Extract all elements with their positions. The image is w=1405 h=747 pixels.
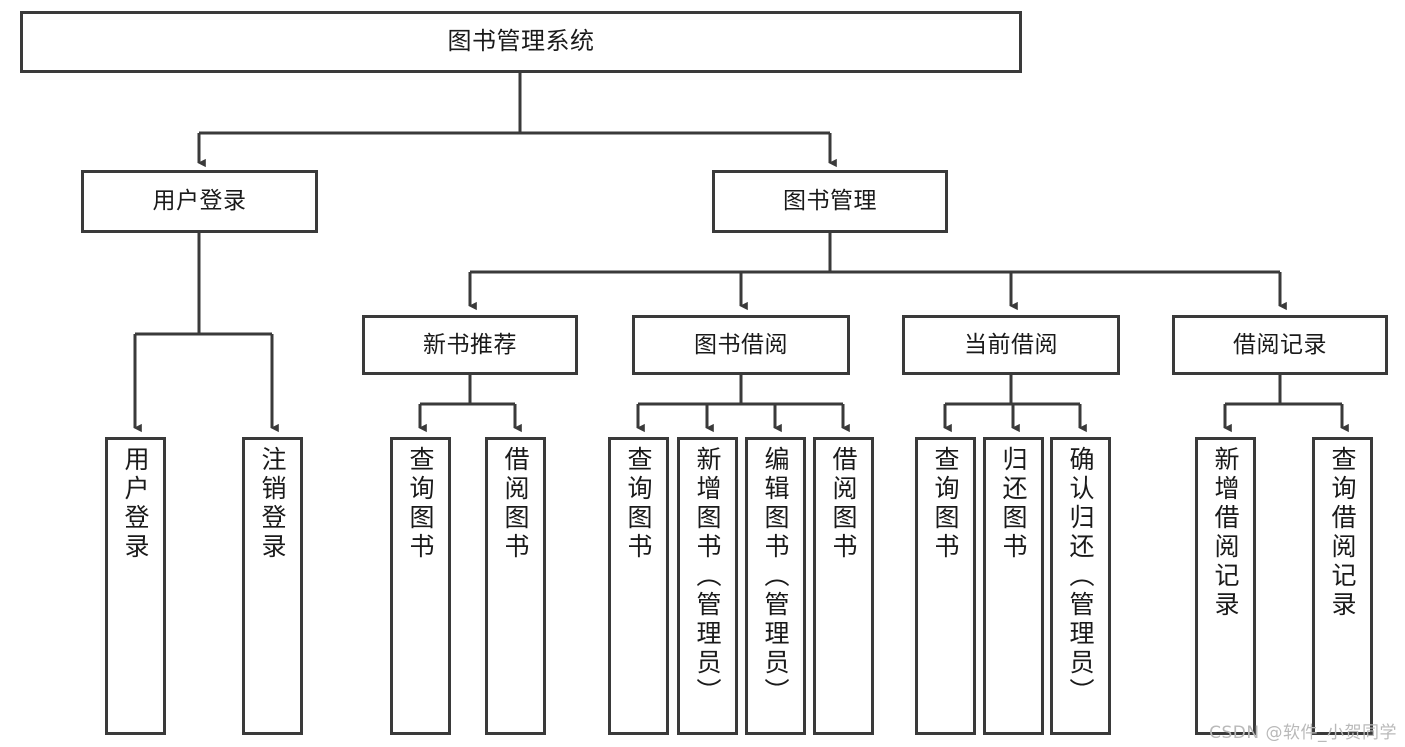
leaf-user-login-login[interactable]: 用户登录 — [105, 437, 166, 735]
node-borrow-record[interactable]: 借阅记录 — [1172, 315, 1388, 375]
node-label: 图书借阅 — [694, 331, 788, 358]
node-label: 借阅图书 — [501, 446, 530, 562]
node-new-book-recommend[interactable]: 新书推荐 — [362, 315, 578, 375]
node-label: 借阅记录 — [1233, 331, 1327, 358]
node-book-borrow[interactable]: 图书借阅 — [632, 315, 850, 375]
node-current-borrow[interactable]: 当前借阅 — [902, 315, 1120, 375]
node-label: 新增图书（管理员） — [693, 446, 722, 707]
leaf-borrow-edit-book-admin[interactable]: 编辑图书（管理员） — [745, 437, 806, 735]
leaf-borrow-add-book-admin[interactable]: 新增图书（管理员） — [677, 437, 738, 735]
leaf-current-confirm-return-admin[interactable]: 确认归还（管理员） — [1050, 437, 1111, 735]
node-label: 借阅图书 — [829, 446, 858, 562]
leaf-user-login-logout[interactable]: 注销登录 — [242, 437, 303, 735]
leaf-recommend-query-book[interactable]: 查询图书 — [390, 437, 451, 735]
node-label: 查询图书 — [931, 446, 960, 562]
node-label: 查询图书 — [406, 446, 435, 562]
node-label: 图书管理系统 — [447, 27, 595, 56]
node-label: 查询借阅记录 — [1328, 446, 1357, 620]
node-label: 用户登录 — [152, 188, 247, 215]
leaf-record-add-record[interactable]: 新增借阅记录 — [1195, 437, 1256, 735]
node-root-system[interactable]: 图书管理系统 — [20, 11, 1022, 73]
node-label: 当前借阅 — [964, 331, 1058, 358]
node-label: 归还图书 — [999, 446, 1028, 562]
node-label: 图书管理 — [783, 188, 877, 215]
node-label: 新书推荐 — [423, 331, 517, 358]
leaf-current-query-book[interactable]: 查询图书 — [915, 437, 976, 735]
leaf-record-query-record[interactable]: 查询借阅记录 — [1312, 437, 1373, 735]
node-book-management[interactable]: 图书管理 — [712, 170, 948, 233]
leaf-recommend-borrow-book[interactable]: 借阅图书 — [485, 437, 546, 735]
leaf-borrow-query-book[interactable]: 查询图书 — [608, 437, 669, 735]
node-user-login[interactable]: 用户登录 — [81, 170, 318, 233]
node-label: 用户登录 — [121, 446, 150, 562]
node-label: 新增借阅记录 — [1211, 446, 1240, 620]
watermark-text: CSDN @软件_小贺同学 — [1209, 723, 1397, 743]
node-label: 查询图书 — [624, 446, 653, 562]
node-label: 确认归还（管理员） — [1066, 446, 1095, 707]
leaf-current-return-book[interactable]: 归还图书 — [983, 437, 1044, 735]
leaf-borrow-borrow-book[interactable]: 借阅图书 — [813, 437, 874, 735]
node-label: 编辑图书（管理员） — [761, 446, 790, 707]
node-label: 注销登录 — [258, 446, 287, 562]
